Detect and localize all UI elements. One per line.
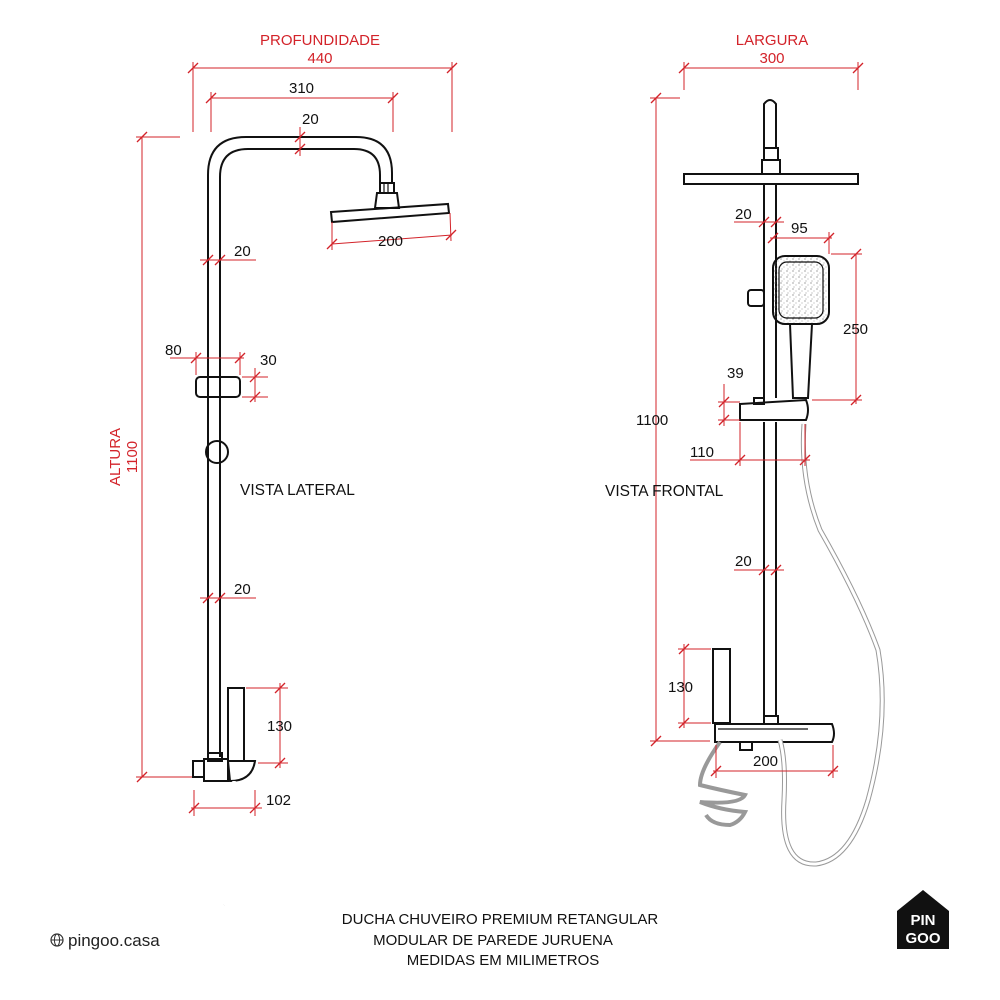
- brand-url: pingoo.casa: [68, 931, 160, 950]
- side-dim-base-depth: 102: [266, 792, 291, 809]
- footer-title-line2: MODULAR DE PAREDE JURUENA: [373, 932, 613, 949]
- logo-line1: PIN: [910, 912, 935, 929]
- front-dim-pipe-upper: 20: [735, 206, 752, 223]
- side-dim-shower-head: 200: [378, 233, 403, 250]
- side-dim-arm-depth: 310: [289, 80, 314, 97]
- front-dimensions: [650, 92, 862, 778]
- side-dim-tray-height: 130: [267, 718, 292, 735]
- front-dim-tray-height: 130: [668, 679, 693, 696]
- side-dim-holder-width: 80: [165, 342, 182, 359]
- front-view-fixture: [683, 99, 885, 867]
- altura-value: 1100: [124, 441, 141, 473]
- globe-icon: [50, 933, 64, 947]
- front-dim-holder-width: 110: [690, 444, 714, 461]
- side-dim-pipe-lower: 20: [234, 581, 251, 598]
- largura-label: LARGURA: [736, 32, 809, 49]
- front-dim-hand-shower-height: 250: [843, 321, 868, 338]
- front-dim-pipe-lower: 20: [735, 553, 752, 570]
- side-dim-arm-tube: 20: [302, 111, 319, 128]
- altura-label: ALTURA: [107, 428, 124, 486]
- side-view-fixture: [192, 136, 451, 906]
- largura-dimension-line: [678, 62, 864, 90]
- largura-value: 300: [759, 50, 784, 67]
- side-dim-pipe-upper: 20: [234, 243, 251, 260]
- altura-dimension-line: [136, 131, 200, 783]
- profundidade-value: 440: [307, 50, 332, 67]
- profundidade-dimension-line: [187, 62, 458, 132]
- side-dim-holder-height: 30: [260, 352, 277, 369]
- front-dim-height: 1100: [636, 412, 668, 429]
- side-dimensions: [170, 92, 457, 816]
- front-dim-holder-height: 39: [727, 365, 744, 382]
- front-dim-hand-shower-width: 95: [791, 220, 808, 237]
- logo-line2: GOO: [905, 930, 940, 947]
- side-view-title: VISTA LATERAL: [240, 482, 355, 499]
- footer-title-line1: DUCHA CHUVEIRO PREMIUM RETANGULAR: [342, 911, 659, 928]
- front-dim-tray-width: 200: [753, 753, 778, 770]
- front-view-title: VISTA FRONTAL: [605, 483, 724, 500]
- house-logo-icon: [897, 890, 949, 949]
- footer-title-line3: MEDIDAS EM MILIMETROS: [407, 952, 600, 969]
- profundidade-label: PROFUNDIDADE: [260, 32, 380, 49]
